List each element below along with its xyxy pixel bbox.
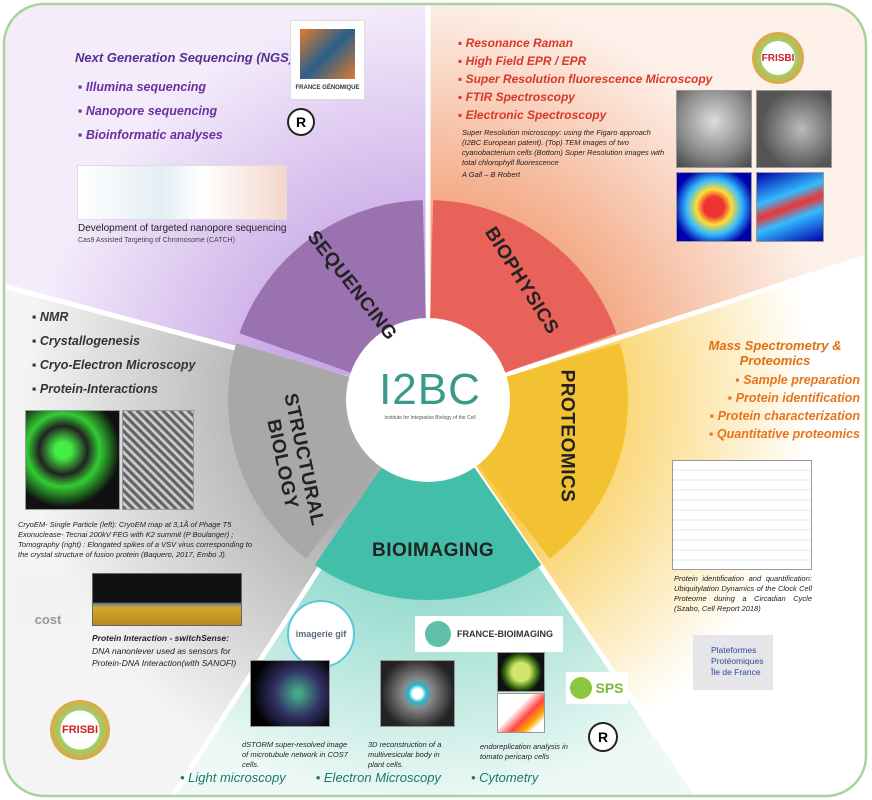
logo-line: Île de France [711,667,761,677]
discipline-ring [227,200,628,601]
list-item: Protein-Interactions [32,382,196,396]
i2bc-logo-text: I2BC [379,365,481,414]
list-item: Sample preparation [670,373,860,387]
list-item: Electronic Spectroscopy [458,108,712,122]
ring-label-proteomics[interactable]: PROTEOMICS [556,369,578,503]
nanopore-caption-title: Development of targeted nanopore sequenc… [78,223,287,234]
list-item: Resonance Raman [458,36,712,50]
fluorescence-image-2 [756,172,824,242]
logo-line: Protéomiques [711,656,764,666]
france-bioimaging-text: FRANCE-BIOIMAGING [457,629,553,639]
ring-segment-structural[interactable] [227,343,380,559]
i2bc-logo: I2BC Institute for Integrative Biology o… [360,365,500,421]
tomato-pericarp-image [497,652,545,692]
tomography-image [122,410,194,510]
interaction-title: Protein Interaction - switchSense: [92,633,229,643]
ring-segment-biophysics[interactable] [430,200,617,374]
ring-segment-sequencing[interactable] [239,200,426,374]
list-item: Nanopore sequencing [78,104,223,118]
ubiquitylation-figure [672,460,812,570]
list-item: Crystallogenesis [32,334,196,348]
cost-logo: cost [18,577,78,627]
proteomics-title: Mass Spectrometry & Proteomics [708,338,842,368]
proteomics-caption: Protein identification and quantificatio… [674,574,812,613]
sps-logo: SPS [566,672,628,704]
france-bioimaging-logo: FRANCE-BIOIMAGING [415,616,563,652]
list-item-text: Light microscopy [188,770,286,785]
mvb-reconstruction-image [380,660,455,727]
frisbi-text: FRISBI [61,724,99,736]
dstorm-image [250,660,330,727]
proteomics-idf-logo: Plateformes Protéomiques Île de France [693,635,773,690]
dstorm-caption: dSTORM super-resolved image of microtubu… [242,740,348,769]
cost-text: cost [34,612,62,627]
ring-label-bioimaging[interactable]: BIOIMAGING [372,540,495,561]
interaction-text: DNA nanonlever used as sensors for Prote… [92,646,237,668]
list-item-text: Cytometry [479,770,539,785]
structural-caption: CryoEM- Single Particle (left): CryoEM m… [18,520,253,559]
logo-line: Plateformes [711,645,757,655]
list-item: High Field EPR / EPR [458,54,712,68]
list-item-text: Electron Microscopy [323,770,441,785]
cytometry-plot [497,693,545,733]
sequencing-list: Illumina sequencing Nanopore sequencing … [78,80,223,148]
ring-segment-proteomics[interactable] [476,343,628,559]
structural-list: NMR Crystallogenesis Cryo-Electron Micro… [32,310,196,402]
r-logo: R [287,108,315,136]
list-item: Quantitative proteomics [670,427,860,441]
super-resolution-caption: Super Resolution microscopy: using the F… [462,128,665,167]
biophysics-list: Resonance Raman High Field EPR / EPR Sup… [458,36,713,128]
list-item: • Electron Microscopy [315,770,441,785]
frisbi-logo: FRISBI [752,32,804,84]
list-item: Cryo-Electron Microscopy [32,358,196,372]
france-genomique-text: FRANCE GÉNOMIQUE [295,85,360,91]
list-item: • Light microscopy [180,770,286,785]
list-item: NMR [32,310,196,324]
cytometry-caption: endoreplication analysis in tomato peric… [480,742,568,761]
list-item: FTIR Spectroscopy [458,90,712,104]
sps-text: SPS [595,680,624,696]
tem-image-1 [676,90,752,168]
ring-segment-bioimaging[interactable] [314,465,542,601]
list-item: Protein characterization [670,409,860,423]
cryoem-map-image [25,410,120,510]
super-resolution-authors: A Gall – B Robert [462,170,521,179]
proteomics-list: Sample preparation Protein identificatio… [670,373,860,447]
bioimaging-list: • Light microscopy • Electron Microscopy… [180,770,538,785]
tem-image-2 [756,90,832,168]
i2bc-logo-subtitle: Institute for Integrative Biology of the… [384,415,476,421]
fluorescence-image-1 [676,172,752,242]
switchsense-image [92,573,242,626]
list-item: Illumina sequencing [78,80,223,94]
list-item: Bioinformatic analyses [78,128,223,142]
ngs-title: Next Generation Sequencing (NGS) [75,50,294,65]
list-item: Protein identification [670,391,860,405]
center-circle [346,318,510,482]
france-genomique-logo: FRANCE GÉNOMIQUE [290,20,365,100]
r-logo-2: R [588,722,618,752]
frisbi-logo-2: FRISBI [50,700,110,760]
nanopore-workflow-image [77,165,287,220]
list-item: • Cytometry [470,770,539,785]
imagerie-gif-logo: imagerie gif [287,600,355,668]
nanopore-caption-sub: Cas9 Assisted Targeting of Chromosome (C… [78,237,235,244]
frisbi-text: FRISBI [761,52,795,64]
imagerie-gif-text: imagerie gif [295,629,347,639]
mvb-caption: 3D reconstruction of a multivesicular bo… [368,740,442,769]
list-item: Super Resolution fluorescence Microscopy [458,72,713,86]
